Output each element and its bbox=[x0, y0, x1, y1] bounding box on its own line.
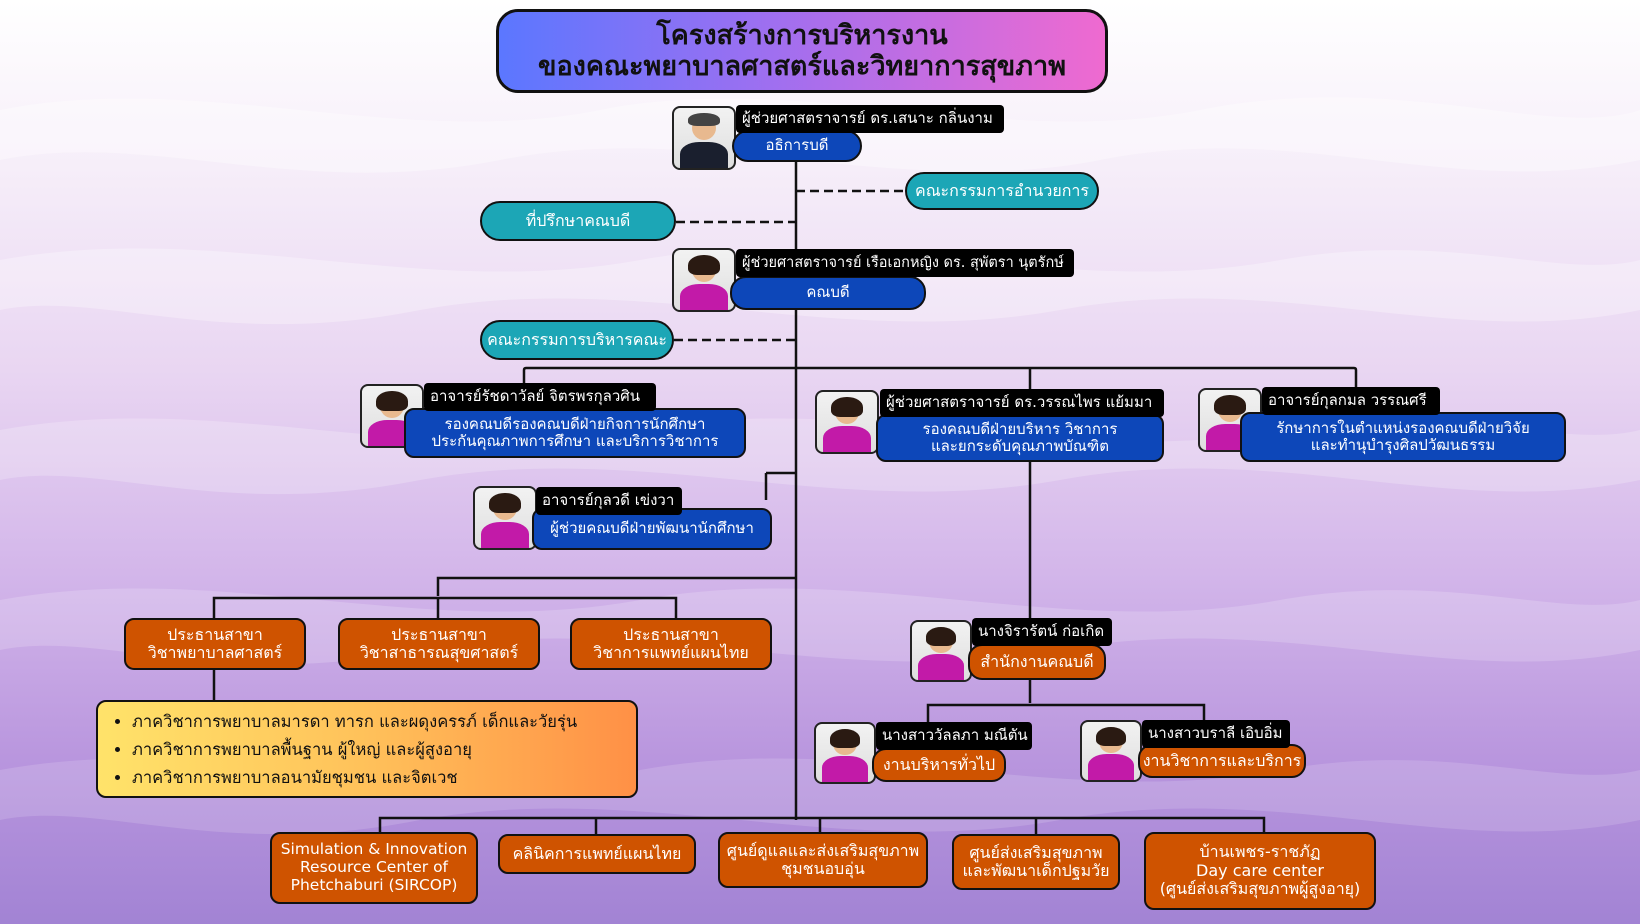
unit-sircop-line2: Resource Center of bbox=[299, 858, 449, 877]
unit-early-childhood-line1: ศูนย์ส่งเสริมสุขภาพ bbox=[969, 842, 1103, 862]
unit-day-care: บ้านเพชร-ราชภัฏ Day care center (ศูนย์ส่… bbox=[1144, 832, 1376, 910]
exec-committee-box: คณะกรรมการบริหารคณะ bbox=[480, 320, 674, 360]
vice3-name: อาจารย์กุลกมล วรรณศรี bbox=[1262, 387, 1440, 415]
staff1-position: งานบริหารทั่วไป bbox=[872, 748, 1006, 782]
staff1-position-text: งานบริหารทั่วไป bbox=[882, 754, 996, 774]
staff2-position-text: งานวิชาการและบริการ bbox=[1142, 750, 1302, 770]
dean-position-text: คณบดี bbox=[806, 283, 850, 302]
unit-thai-clinic-line1: คลินิคการแพทย์แผนไทย bbox=[512, 843, 682, 863]
advisor-box: ที่ปรึกษาคณบดี bbox=[480, 201, 676, 241]
unit-thai-clinic: คลินิคการแพทย์แผนไทย bbox=[498, 834, 696, 874]
chair-public-health-line2: วิชาสาธารณสุขศาสตร์ bbox=[359, 643, 519, 662]
vice1-position: รองคณบดีรองคณบดีฝ่ายกิจการนักศึกษา ประกั… bbox=[404, 408, 746, 458]
dean-photo bbox=[672, 248, 736, 312]
unit-community-health-line1: ศูนย์ดูแลและส่งเสริมสุขภาพ bbox=[726, 840, 920, 860]
title-line-1: โครงสร้างการบริหารงาน bbox=[656, 19, 948, 51]
president-photo bbox=[672, 106, 736, 170]
office-position-text: สำนักงานคณบดี bbox=[980, 651, 1094, 671]
council-box: คณะกรรมการอำนวยการ bbox=[905, 172, 1099, 210]
asst-name: อาจารย์กุลวดี เข่งวา bbox=[536, 487, 682, 515]
vice2-name: ผู้ช่วยศาสตราจารย์ ดร.วรรณไพร แย้มมา bbox=[880, 389, 1164, 417]
chair-public-health: ประธานสาขา วิชาสาธารณสุขศาสตร์ bbox=[338, 618, 540, 670]
chair-nursing: ประธานสาขา วิชาพยาบาลศาสตร์ bbox=[124, 618, 306, 670]
president-name: ผู้ช่วยศาสตราจารย์ ดร.เสนาะ กลิ่นงาม bbox=[736, 105, 1004, 133]
chair-thai-medicine-line2: วิชาการแพทย์แผนไทย bbox=[593, 643, 749, 662]
department-item: ภาควิชาการพยาบาลอนามัยชุมชน และจิตเวช bbox=[132, 764, 626, 792]
unit-day-care-line2: Day care center bbox=[1196, 860, 1324, 880]
unit-sircop-line3: Phetchaburi (SIRCOP) bbox=[290, 875, 458, 894]
office-name: นางจิรารัตน์ ก่อเกิด bbox=[972, 618, 1112, 646]
chair-thai-medicine-line1: ประธานสาขา bbox=[623, 624, 719, 644]
vice3-position-line1: รักษาการในตำแหน่งรองคณบดีฝ่ายวิจัย bbox=[1276, 418, 1530, 437]
title-line-2: ของคณะพยาบาลศาสตร์และวิทยาการสุขภาพ bbox=[537, 51, 1066, 82]
unit-day-care-line1: บ้านเพชร-ราชภัฏ bbox=[1199, 842, 1321, 862]
president-position-text: อธิการบดี bbox=[765, 136, 829, 155]
dean-position: คณบดี bbox=[730, 276, 926, 310]
staff2-name: นางสาวบราลี เอิบอิ่ม bbox=[1142, 720, 1290, 748]
vice1-position-line1: รองคณบดีรองคณบดีฝ่ายกิจการนักศึกษา bbox=[444, 414, 706, 433]
chair-thai-medicine: ประธานสาขา วิชาการแพทย์แผนไทย bbox=[570, 618, 772, 670]
office-photo bbox=[910, 620, 972, 682]
dean-name: ผู้ช่วยศาสตราจารย์ เรือเอกหญิง ดร. สุพัต… bbox=[736, 249, 1074, 277]
unit-community-health-line2: ชุมชนอบอุ่น bbox=[781, 859, 865, 878]
unit-early-childhood-line2: และพัฒนาเด็กปฐมวัย bbox=[962, 861, 1110, 880]
staff1-name: นางสาววัลลภา มณีตัน bbox=[876, 722, 1032, 750]
department-list: ภาควิชาการพยาบาลมารดา ทารก และผดุงครรภ์ … bbox=[96, 700, 638, 798]
vice2-position: รองคณบดีฝ่ายบริหาร วิชาการ และยกระดับคุณ… bbox=[876, 414, 1164, 462]
unit-community-health: ศูนย์ดูแลและส่งเสริมสุขภาพ ชุมชนอบอุ่น bbox=[718, 832, 928, 888]
chair-nursing-line2: วิชาพยาบาลศาสตร์ bbox=[147, 643, 283, 662]
vice3-position: รักษาการในตำแหน่งรองคณบดีฝ่ายวิจัย และทำ… bbox=[1240, 412, 1566, 462]
asst-position-text: ผู้ช่วยคณบดีฝ่ายพัฒนานักศึกษา bbox=[550, 519, 754, 538]
department-item: ภาควิชาการพยาบาลมารดา ทารก และผดุงครรภ์ … bbox=[132, 708, 626, 736]
unit-day-care-line3: (ศูนย์ส่งเสริมสุขภาพผู้สูงอายุ) bbox=[1159, 879, 1361, 899]
asst-position: ผู้ช่วยคณบดีฝ่ายพัฒนานักศึกษา bbox=[532, 508, 772, 550]
vice3-photo bbox=[1198, 388, 1262, 452]
unit-sircop: Simulation & Innovation Resource Center … bbox=[270, 832, 478, 904]
chair-nursing-line1: ประธานสาขา bbox=[167, 624, 263, 644]
vice2-photo bbox=[815, 390, 879, 454]
staff2-position: งานวิชาการและบริการ bbox=[1138, 744, 1306, 778]
vice2-position-line1: รองคณบดีฝ่ายบริหาร วิชาการ bbox=[922, 419, 1118, 438]
asst-photo bbox=[473, 486, 537, 550]
staff2-photo bbox=[1080, 720, 1142, 782]
department-item: ภาควิชาการพยาบาลพื้นฐาน ผู้ใหญ่ และผู้สู… bbox=[132, 736, 626, 764]
vice3-position-line2: และทำนุบำรุงศิลปวัฒนธรรม bbox=[1310, 436, 1496, 454]
vice1-position-line2: ประกันคุณภาพการศึกษา และบริการวิชาการ bbox=[431, 432, 719, 450]
vice2-position-line2: และยกระดับคุณภาพบัณฑิต bbox=[931, 437, 1109, 455]
staff1-photo bbox=[814, 722, 876, 784]
office-position: สำนักงานคณบดี bbox=[968, 644, 1106, 680]
chart-title: โครงสร้างการบริหารงาน ของคณะพยาบาลศาสตร์… bbox=[496, 9, 1108, 93]
unit-sircop-line1: Simulation & Innovation bbox=[280, 840, 468, 859]
unit-early-childhood: ศูนย์ส่งเสริมสุขภาพ และพัฒนาเด็กปฐมวัย bbox=[952, 834, 1120, 890]
president-position: อธิการบดี bbox=[732, 130, 862, 162]
chair-public-health-line1: ประธานสาขา bbox=[391, 624, 487, 644]
vice1-name: อาจารย์รัชดาวัลย์ จิตรพรกุลวศิน bbox=[424, 383, 656, 411]
